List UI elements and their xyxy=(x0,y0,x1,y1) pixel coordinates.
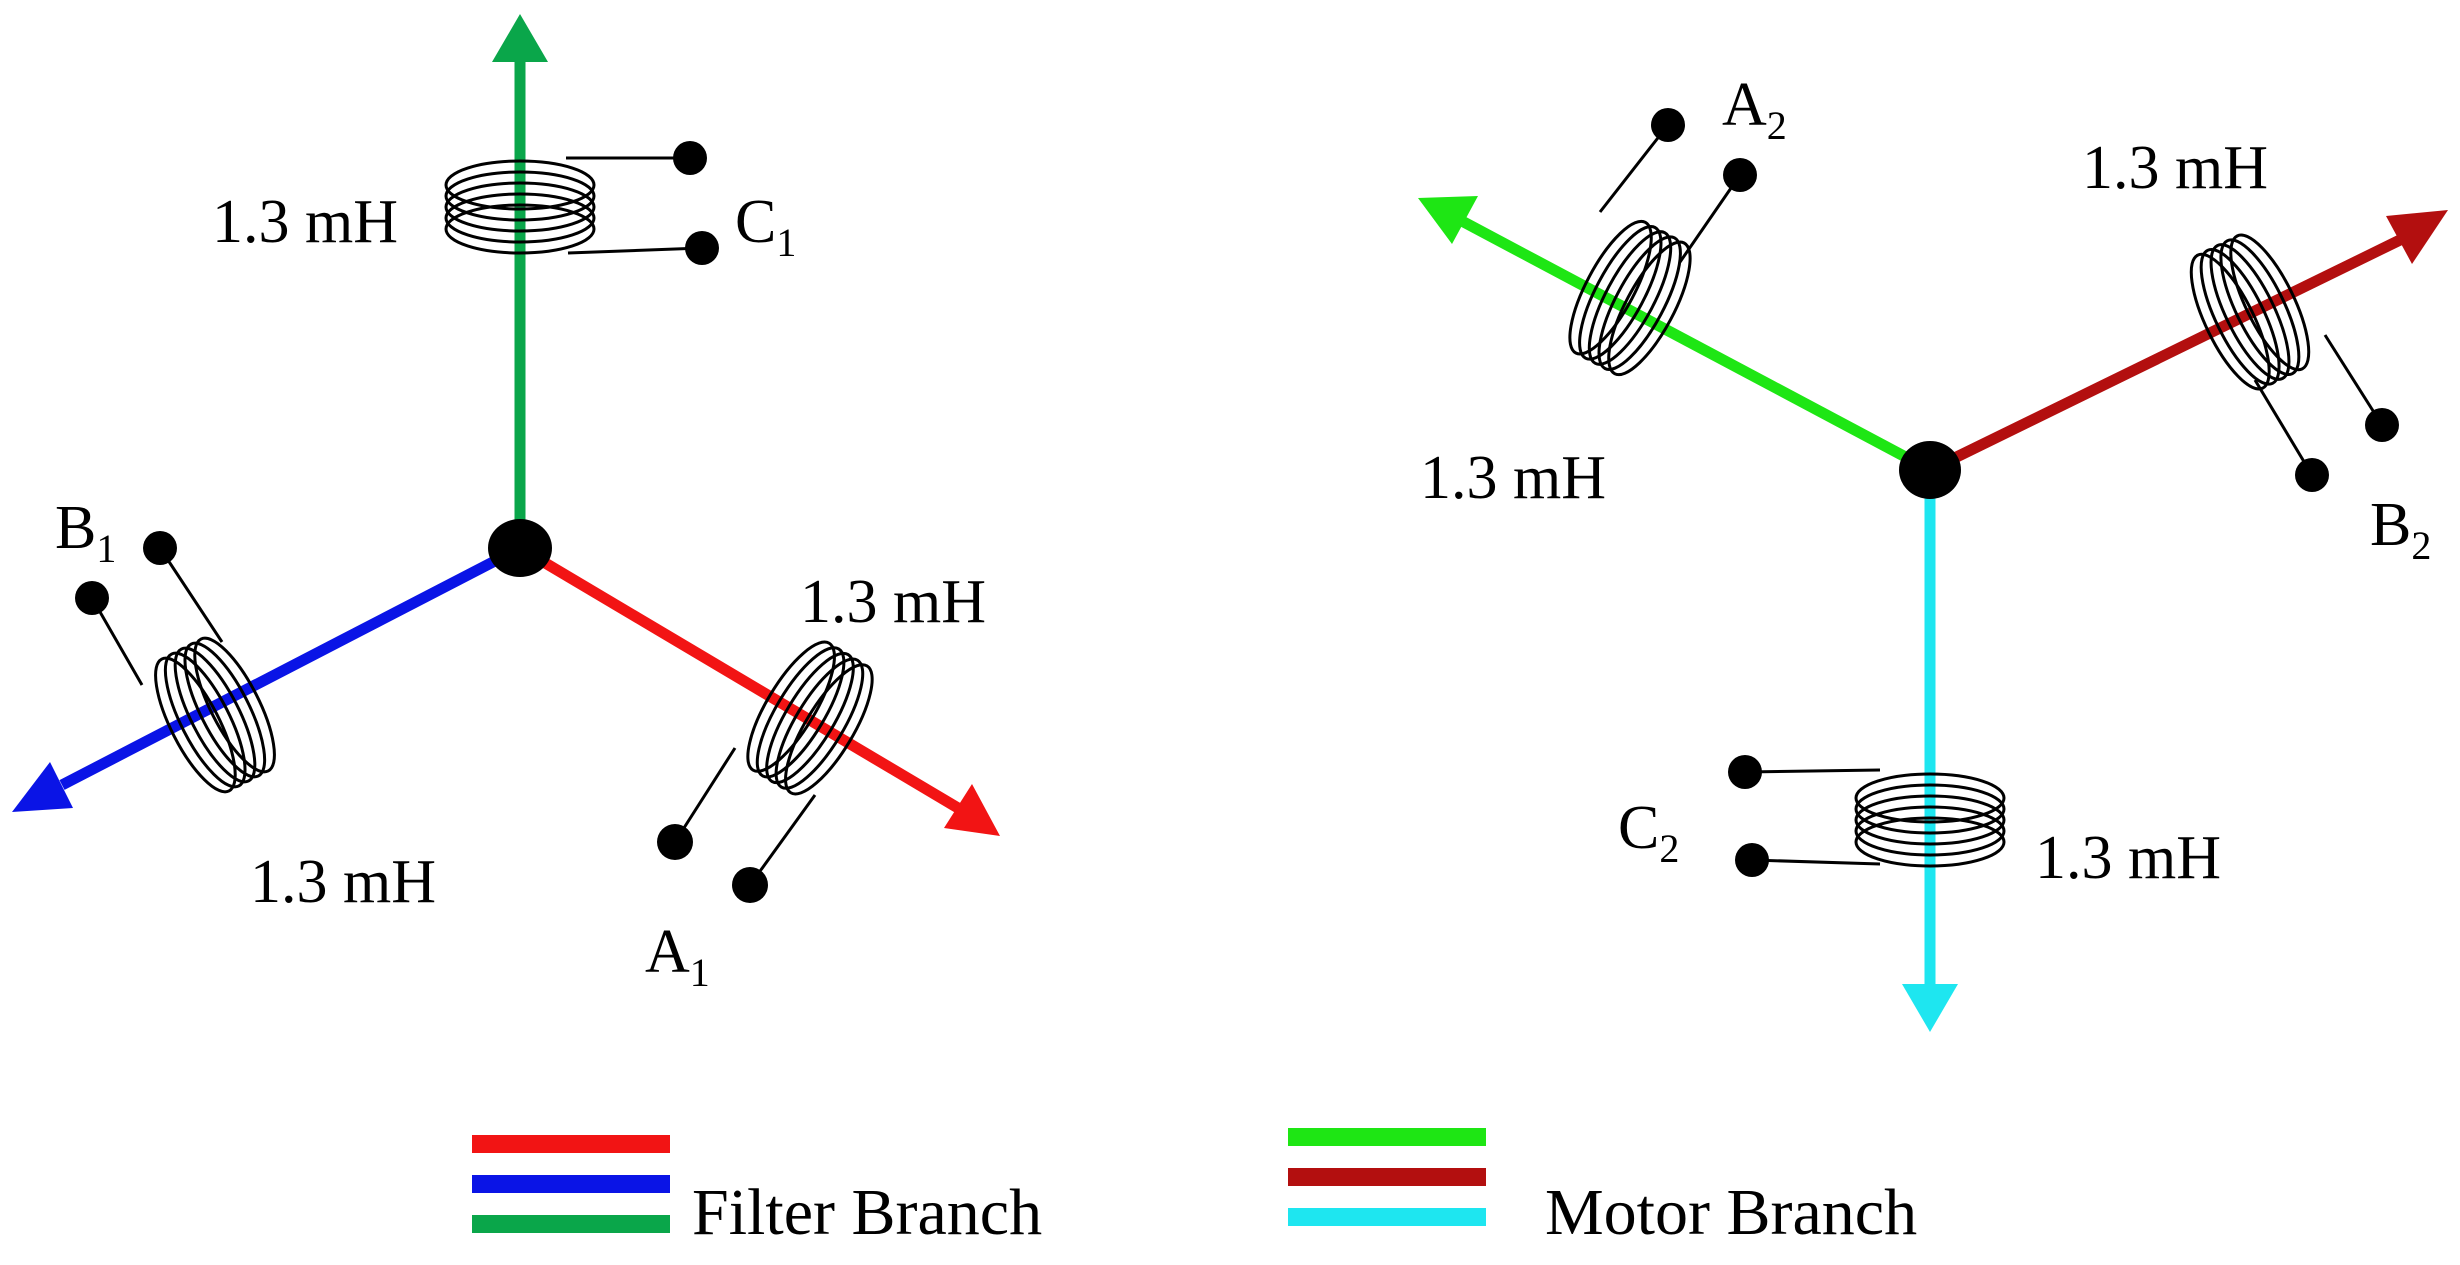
motor-c-inductance-label: 1.3 mH xyxy=(2035,824,2221,892)
legend-filter-swatch-green xyxy=(472,1215,670,1233)
terminal-b2-label: B2 xyxy=(2370,491,2431,568)
terminal-a2-label: A2 xyxy=(1722,71,1787,148)
motor-b-inductance-label: 1.3 mH xyxy=(2082,134,2268,202)
filter-b-inductance-label: 1.3 mH xyxy=(250,848,436,916)
terminal-c1-dot-bottom xyxy=(685,231,719,265)
legend-filter-swatches xyxy=(472,1135,670,1233)
coil-a2-lead-right xyxy=(1678,174,1742,263)
terminal-c2-dot-top xyxy=(1728,755,1762,789)
filter-neutral-point xyxy=(488,519,552,577)
terminal-a1-dot-left xyxy=(657,824,693,860)
filter-branch-b-line xyxy=(59,543,523,790)
terminal-a1-dot-right xyxy=(732,867,768,903)
terminal-c2-dot-bottom xyxy=(1735,843,1769,877)
motor-star xyxy=(1418,108,2448,1032)
motor-branch-c-arrowhead xyxy=(1902,984,1958,1032)
coil-b2-lead-right xyxy=(2323,334,2384,426)
coil-c2-lead-top xyxy=(1744,768,1881,774)
coil-c2-lead-bottom xyxy=(1751,858,1881,866)
motor-branch-a-line xyxy=(1457,215,1933,475)
legend-motor-swatch-green xyxy=(1288,1128,1486,1146)
legend-filter-swatch-blue xyxy=(472,1175,670,1193)
terminal-c2-label: C2 xyxy=(1618,794,1679,871)
filter-c-inductance-label: 1.3 mH xyxy=(212,188,398,256)
filter-star xyxy=(12,14,1000,903)
coil-b1-icon xyxy=(138,626,292,804)
filter-branch-c-arrowhead xyxy=(492,14,548,62)
terminal-b1-dot-left xyxy=(75,581,109,615)
filter-branch-a-arrowhead xyxy=(944,784,1000,836)
legend-motor-swatches xyxy=(1288,1128,1486,1226)
terminal-a2-dot-right xyxy=(1723,158,1757,192)
motor-branch-b-line xyxy=(1927,235,2403,475)
terminal-a2-dot-left xyxy=(1651,108,1685,142)
terminal-b1-label: B1 xyxy=(55,494,116,571)
coil-c1-lead-bottom xyxy=(567,246,703,255)
terminal-a1-label: A1 xyxy=(645,918,710,995)
filter-branch-a-line xyxy=(517,543,961,813)
motor-branch-b-arrowhead xyxy=(2386,210,2448,264)
coil-b1-lead-right xyxy=(158,547,224,643)
motor-branch-a-arrowhead xyxy=(1418,196,1478,244)
coil-b2-lead-left xyxy=(2253,379,2314,476)
legend-motor-label: Motor Branch xyxy=(1545,1176,1917,1249)
terminal-b2-dot-right xyxy=(2365,408,2399,442)
coil-a1-lead-left xyxy=(673,747,737,843)
terminal-b2-dot-left xyxy=(2295,458,2329,492)
filter-a-inductance-label: 1.3 mH xyxy=(800,568,986,636)
legend-motor-swatch-cyan xyxy=(1288,1208,1486,1226)
terminal-c1-dot-top xyxy=(673,141,707,175)
motor-a-inductance-label: 1.3 mH xyxy=(1420,444,1606,512)
coil-a2-icon xyxy=(1553,209,1707,387)
coil-a2-lead-left xyxy=(1598,124,1670,213)
legend: Filter Branch Motor Branch xyxy=(472,1128,1917,1249)
coil-a1-lead-right xyxy=(748,794,817,886)
motor-neutral-point xyxy=(1899,441,1961,499)
terminal-b1-dot-right xyxy=(143,531,177,565)
filter-branch-b-arrowhead xyxy=(12,762,73,812)
legend-filter-swatch-red xyxy=(472,1135,670,1153)
legend-filter-label: Filter Branch xyxy=(692,1176,1042,1249)
terminal-c1-label: C1 xyxy=(735,188,796,265)
legend-motor-swatch-darkred xyxy=(1288,1168,1486,1186)
